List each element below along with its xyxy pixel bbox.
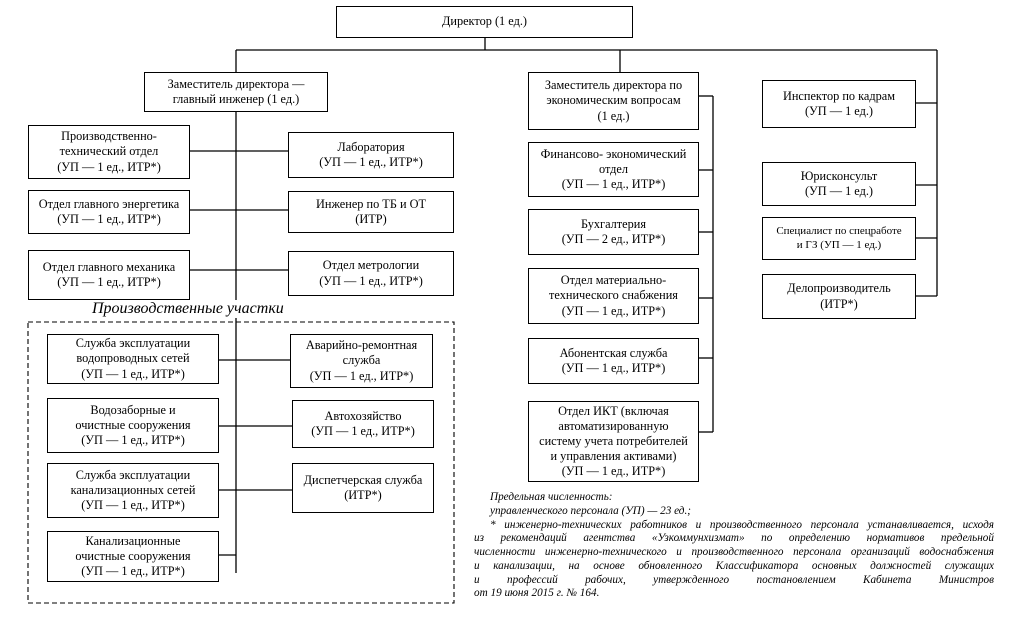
subscriber-service-box: Абонентская служба (УП — 1 ед., ИТР*) bbox=[528, 338, 699, 384]
sewer-network-service-box: Служба эксплуатации канализационных сете… bbox=[47, 463, 219, 518]
supply-dept-box: Отдел материально- технического снабжени… bbox=[528, 268, 699, 324]
pto-box: Производственно- технический отдел (УП —… bbox=[28, 125, 190, 179]
sewer-treatment-box: Канализационные очистные сооружения (УП … bbox=[47, 531, 219, 582]
laboratory-box: Лаборатория (УП — 1 ед., ИТР*) bbox=[288, 132, 454, 178]
chief-engineer-box: Заместитель директора — главный инженер … bbox=[144, 72, 328, 112]
special-work-specialist-box: Специалист по спецработе и ГЗ (УП — 1 ед… bbox=[762, 217, 916, 260]
production-areas-title: Производственные участки bbox=[90, 300, 286, 318]
safety-engineer-box: Инженер по ТБ и ОТ (ИТР) bbox=[288, 191, 454, 233]
footnote-line: численности инженерно-технического и про… bbox=[474, 546, 994, 559]
hr-inspector-box: Инспектор по кадрам (УП — 1 ед.) bbox=[762, 80, 916, 128]
records-clerk-box: Делопроизводитель (ИТР*) bbox=[762, 274, 916, 319]
water-network-service-box: Служба эксплуатации водопроводных сетей … bbox=[47, 334, 219, 384]
footnote-block: Предельная численность: управленческого … bbox=[474, 491, 994, 601]
energy-dept-box: Отдел главного энергетика (УП — 1 ед., И… bbox=[28, 190, 190, 234]
dispatch-service-box: Диспетчерская служба (ИТР*) bbox=[292, 463, 434, 513]
ikt-dept-box: Отдел ИКТ (включая автоматизированную си… bbox=[528, 401, 699, 482]
production-area-frame bbox=[27, 321, 455, 604]
footnote-line: от 19 июня 2015 г. № 164. bbox=[474, 587, 600, 600]
footnote-limit-heading: Предельная численность: bbox=[490, 491, 613, 503]
footnote-line: и канализации, на основе обновленного Кл… bbox=[474, 559, 994, 572]
footnote-management-count: управленческого персонала (УП) — 23 ед.; bbox=[490, 504, 691, 517]
water-intake-box: Водозаборные и очистные сооружения (УП —… bbox=[47, 398, 219, 453]
deputy-econ-box: Заместитель директора по экономическим в… bbox=[528, 72, 699, 130]
footnote-line: из рекомендаций агентства «Узкоммунхизма… bbox=[474, 532, 994, 545]
footnote-line: * инженерно-технических работников и про… bbox=[490, 518, 994, 531]
accounting-box: Бухгалтерия (УП — 2 ед., ИТР*) bbox=[528, 209, 699, 255]
finance-dept-box: Финансово- экономический отдел (УП — 1 е… bbox=[528, 142, 699, 197]
mechanic-dept-box: Отдел главного механика (УП — 1 ед., ИТР… bbox=[28, 250, 190, 300]
director-box: Директор (1 ед.) bbox=[336, 6, 633, 38]
emergency-service-box: Аварийно-ремонтная служба (УП — 1 ед., И… bbox=[290, 334, 433, 388]
motor-pool-box: Автохозяйство (УП — 1 ед., ИТР*) bbox=[292, 400, 434, 448]
footnote-line: и профессий рабочих, утвержденного поста… bbox=[474, 573, 994, 586]
metrology-box: Отдел метрологии (УП — 1 ед., ИТР*) bbox=[288, 251, 454, 296]
legal-advisor-box: Юрисконсульт (УП — 1 ед.) bbox=[762, 162, 916, 206]
